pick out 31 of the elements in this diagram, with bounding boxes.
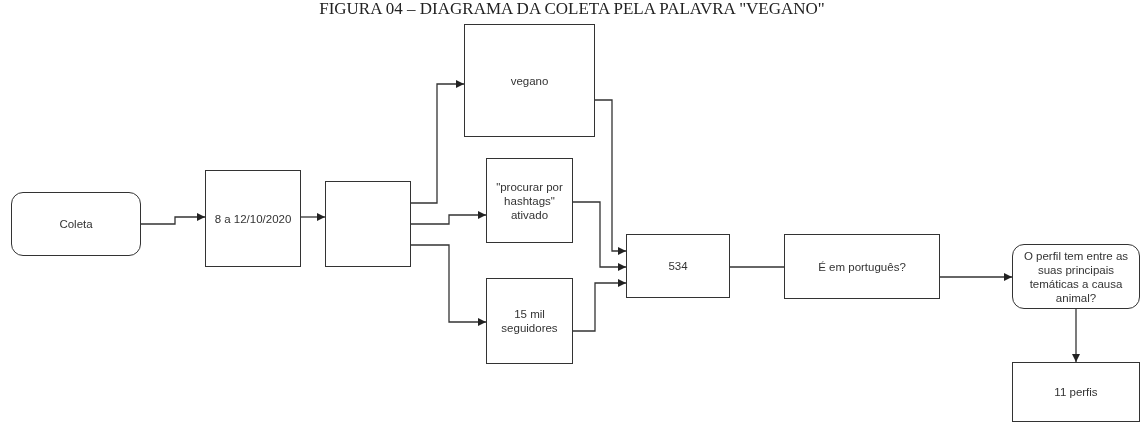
node-label: Coleta (59, 217, 93, 231)
node-label: 15 mil seguidores (500, 307, 559, 335)
arrow (300, 213, 326, 221)
figure-title: FIGURA 04 – DIAGRAMA DA COLETA PELA PALAVRA "VEGANO" (319, 0, 825, 18)
node-label: 11 perfis (1054, 385, 1098, 399)
rounded-box (1012, 244, 1140, 309)
rounded-box (11, 192, 141, 256)
arrow (594, 99, 627, 255)
connector-line (729, 266, 785, 268)
node-label: 534 (668, 259, 688, 273)
process-box (1012, 362, 1140, 422)
arrow (410, 80, 465, 204)
process-box (626, 234, 730, 298)
arrow (1072, 308, 1080, 363)
process-box (205, 170, 301, 267)
arrow (410, 244, 487, 326)
process-box (464, 24, 595, 137)
node-label: 8 a 12/10/2020 (214, 211, 292, 226)
arrow (410, 211, 487, 225)
arrow (939, 273, 1013, 281)
process-box (486, 278, 573, 364)
process-box (784, 234, 940, 299)
process-box (486, 158, 573, 243)
arrow (572, 279, 627, 332)
arrow (140, 213, 206, 225)
process-box (325, 181, 411, 267)
node-label: vegano (510, 73, 549, 88)
node-label: "procurar por hashtags" ativado (495, 179, 564, 222)
node-label: É em português? (818, 259, 906, 274)
arrow (572, 201, 627, 271)
node-label: O perfil tem entre as suas principais temáticas a causa animal? (1022, 248, 1130, 305)
